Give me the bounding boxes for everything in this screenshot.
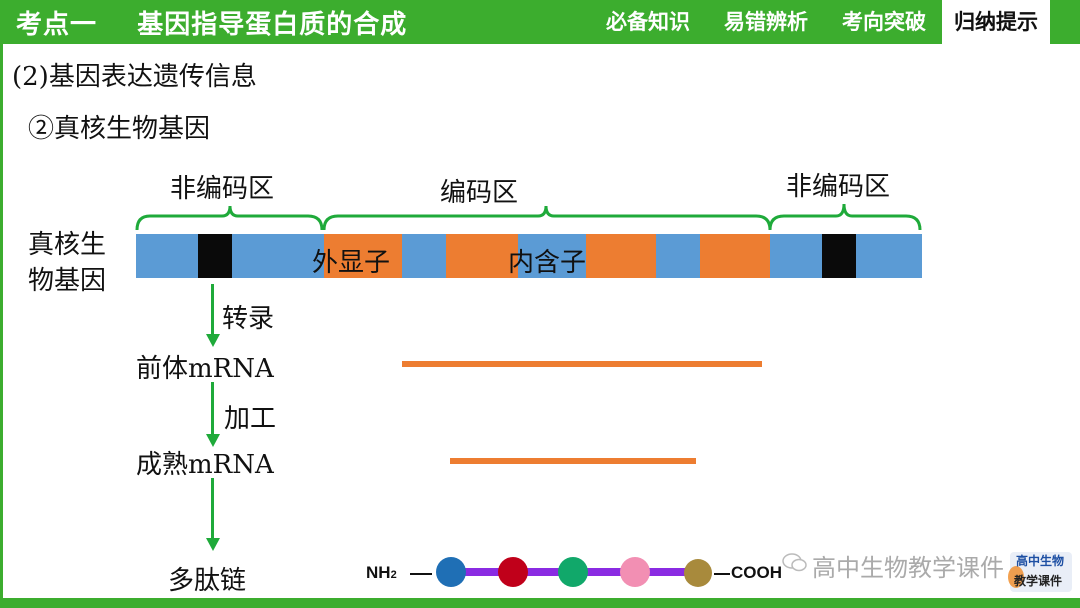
watermark-text: 高中生物教学课件 — [812, 554, 1004, 582]
promoter-block-left — [198, 234, 232, 278]
exon-1 — [324, 234, 402, 278]
cooh-terminus: COOH — [731, 563, 782, 582]
mature-mrna-label: 成熟mRNA — [136, 450, 274, 480]
tab-required-knowledge[interactable]: 必备知识 — [606, 10, 690, 34]
bracket-middle — [322, 205, 772, 231]
coding-region-label: 编码区 — [440, 178, 519, 208]
tab-error-analysis[interactable]: 易错辨析 — [724, 10, 808, 34]
nh2-bond — [410, 573, 432, 575]
exon-2 — [446, 234, 518, 278]
logo-text-top: 高中生物 — [1016, 554, 1065, 568]
pre-mrna-label: 前体mRNA — [136, 354, 274, 384]
logo-text-bottom: 教学课件 — [1014, 574, 1063, 588]
wechat-icon — [782, 552, 808, 572]
nh2-text: NH — [366, 563, 391, 582]
intron-label: 内含子 — [508, 248, 587, 278]
amino-acid-2 — [498, 557, 528, 587]
bracket-left — [135, 205, 324, 231]
amino-acid-4 — [620, 557, 650, 587]
amino-acid-3 — [558, 557, 588, 587]
amino-acid-1 — [436, 557, 466, 587]
cooh-bond — [714, 573, 730, 575]
terminator-block-right — [822, 234, 856, 278]
mature-mrna-strand — [450, 458, 696, 464]
top-header-bar: 考点一 基因指导蛋白质的合成 必备知识 易错辨析 考向突破 归纳提示 — [0, 0, 1080, 44]
left-border — [0, 44, 3, 598]
arrow-processing-head — [206, 434, 220, 447]
nh2-subscript: 2 — [390, 569, 397, 581]
section-heading: (2)基因表达遗传信息 — [12, 62, 257, 92]
arrow-transcription-head — [206, 334, 220, 347]
gene-label-line1: 真核生 — [28, 230, 107, 260]
arrow-transcription-line — [211, 284, 214, 336]
step-processing-label: 加工 — [224, 404, 277, 434]
polypeptide-label: 多肽链 — [168, 566, 247, 596]
exon-label: 外显子 — [312, 248, 391, 278]
exon-3 — [586, 234, 656, 278]
tab-summary-tips[interactable]: 归纳提示 — [942, 0, 1050, 44]
eukaryotic-gene-bar — [136, 234, 922, 278]
page-title: 考点一 基因指导蛋白质的合成 — [16, 10, 408, 40]
arrow-translation-line — [211, 478, 214, 540]
arrow-translation-head — [206, 538, 220, 551]
step-transcription-label: 转录 — [222, 304, 275, 334]
exon-4 — [700, 234, 770, 278]
bottom-footer-bar — [0, 598, 1080, 608]
noncoding-region-label-right: 非编码区 — [786, 172, 891, 202]
channel-logo: 高中生物 教学课件 — [1006, 546, 1076, 596]
tab-exam-direction[interactable]: 考向突破 — [842, 10, 926, 34]
arrow-processing-line — [211, 382, 214, 436]
amino-acid-5 — [684, 559, 712, 587]
gene-label-line2: 物基因 — [28, 266, 107, 296]
nh2-terminus: NH2 — [366, 563, 397, 583]
wechat-icon-svg — [782, 553, 807, 572]
noncoding-region-label-left: 非编码区 — [170, 174, 275, 204]
subheading: ②真核生物基因 — [28, 114, 211, 144]
pre-mrna-strand — [402, 361, 762, 367]
bracket-right — [768, 203, 922, 231]
